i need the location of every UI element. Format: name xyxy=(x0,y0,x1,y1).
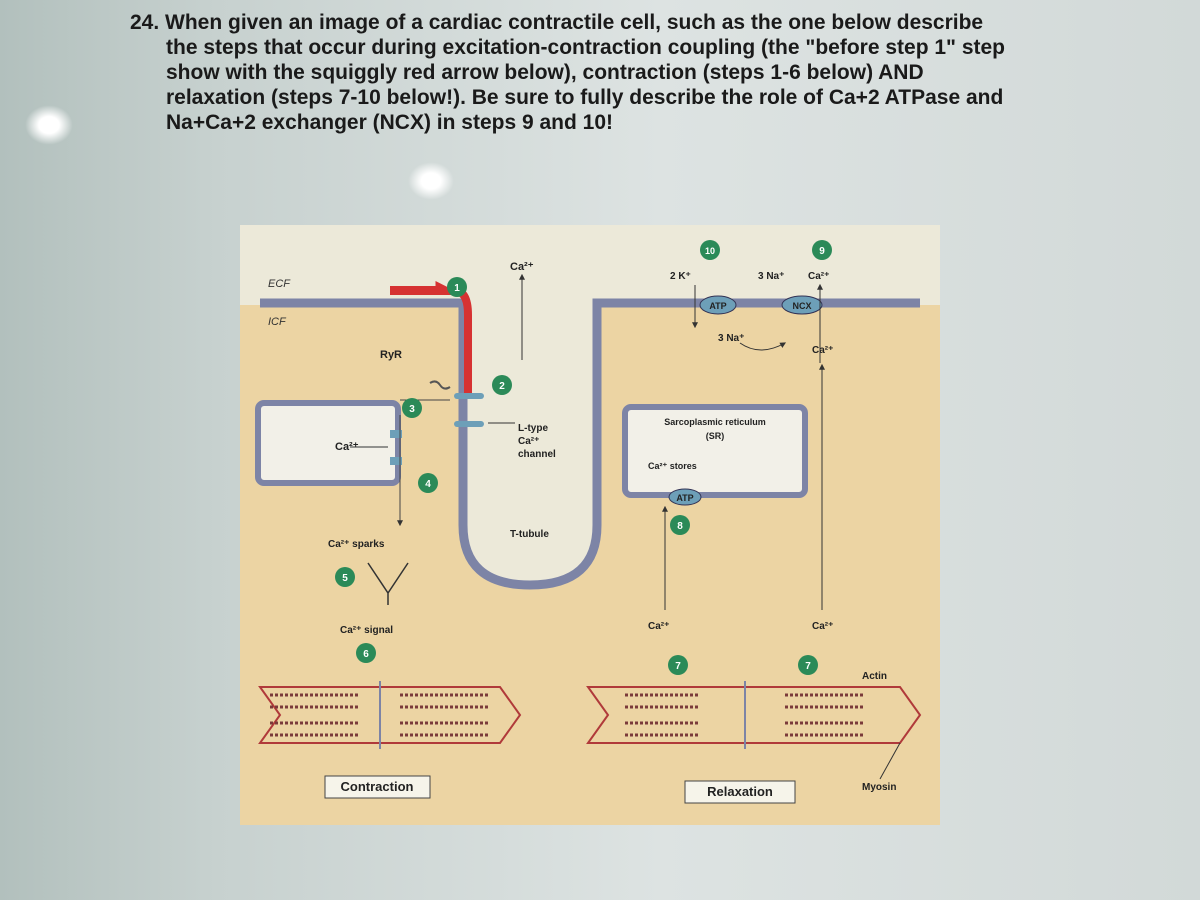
l-type-channel xyxy=(454,421,484,427)
contraction-label: Contraction xyxy=(341,779,414,794)
na-top-label: 3 Na⁺ xyxy=(758,271,784,282)
ltype-label: L-type xyxy=(518,423,548,434)
na-k-atpase xyxy=(699,295,737,315)
step-marker: 7 xyxy=(668,655,688,675)
step-number: 2 xyxy=(499,381,505,392)
ca-label: Ca²⁺ xyxy=(335,441,359,453)
ca-step7-label: Ca²⁺ xyxy=(648,621,669,632)
ryr-label: RyR xyxy=(380,349,402,361)
ca-stores-label: Ca²⁺ stores xyxy=(648,461,697,471)
step-marker: 8 xyxy=(670,515,690,535)
step-number: 10 xyxy=(705,246,715,256)
ltype-label: Ca²⁺ xyxy=(518,436,539,447)
sparks-converge-arrow xyxy=(367,562,409,605)
myosin-label: Myosin xyxy=(862,782,896,793)
step-marker: 2 xyxy=(492,375,512,395)
question-line: 24. When given an image of a cardiac con… xyxy=(130,11,984,34)
sarcoplasmic-reticulum-left xyxy=(255,400,401,486)
relaxation-box xyxy=(684,780,796,804)
step-marker: 7 xyxy=(798,655,818,675)
question-line: show with the squiggly red arrow below),… xyxy=(166,61,924,84)
relaxation-label: Relaxation xyxy=(707,784,773,799)
serca-pump xyxy=(668,488,702,506)
step-number: 5 xyxy=(342,573,348,584)
step-marker: 1 xyxy=(447,277,467,297)
step-number: 7 xyxy=(675,661,681,672)
ca-step7-label: Ca²⁺ xyxy=(812,621,833,632)
step-number: 4 xyxy=(425,479,431,490)
contraction-box xyxy=(324,775,431,799)
ncx-label: NCX xyxy=(792,301,811,311)
k-label: 2 K⁺ xyxy=(670,271,691,282)
ca-signal-label: Ca²⁺ signal xyxy=(340,625,393,636)
step-marker: 5 xyxy=(335,567,355,587)
step-marker: 3 xyxy=(402,398,422,418)
atp-sr-label: ATP xyxy=(676,493,693,503)
question-line: Na+Ca+2 exchanger (NCX) in steps 9 and 1… xyxy=(166,111,613,134)
ca-ncx-top-label: Ca²⁺ xyxy=(808,271,829,282)
step-number: 9 xyxy=(819,246,825,257)
ecf-region xyxy=(240,225,940,305)
atp-pump-label: ATP xyxy=(709,301,726,311)
myosin-leader xyxy=(879,742,901,780)
actin-label: Actin xyxy=(862,671,887,682)
step-marker: 4 xyxy=(418,473,438,493)
step-number: 7 xyxy=(805,661,811,672)
step-number: 6 xyxy=(363,649,369,660)
question-line: relaxation (steps 7-10 below!). Be sure … xyxy=(166,86,1004,109)
ca-influx-squiggle xyxy=(429,380,451,390)
ca-sparks-label: Ca²⁺ sparks xyxy=(328,539,385,550)
light-glare xyxy=(408,162,454,200)
step-number: 3 xyxy=(409,404,415,415)
ryr-channel xyxy=(390,430,402,438)
na-in-label: 3 Na⁺ xyxy=(718,333,744,344)
ecf-label: ECF xyxy=(268,278,291,290)
step-marker: 9 xyxy=(812,240,832,260)
ncx-exchanger xyxy=(781,295,823,315)
light-glare xyxy=(25,105,73,145)
ca-top-label: Ca²⁺ xyxy=(510,261,534,273)
question-text: 24. When given an image of a cardiac con… xyxy=(130,10,1130,135)
step-number: 8 xyxy=(677,521,683,532)
diagram-svg: ECF ICF SR RyR Ca²⁺ L-type Ca²⁺ channel … xyxy=(240,225,940,825)
step-marker: 6 xyxy=(356,643,376,663)
icf-label: ICF xyxy=(268,316,287,328)
ltype-label: channel xyxy=(518,449,556,460)
sarcoplasmic-reticulum-right xyxy=(622,404,808,498)
sr-title: (SR) xyxy=(706,431,725,441)
t-tubule-label: T-tubule xyxy=(510,529,549,540)
cardiac-cell-diagram: ECF ICF SR RyR Ca²⁺ L-type Ca²⁺ channel … xyxy=(240,225,940,825)
step-number: 1 xyxy=(454,283,460,294)
t-tubule-lumen xyxy=(463,303,597,585)
sarcomere-contracted xyxy=(258,681,522,749)
na-exchange-arrow xyxy=(739,342,787,351)
ryr-channel xyxy=(390,457,402,465)
sarcolemma xyxy=(260,298,920,590)
sr-title: Sarcoplasmic reticulum xyxy=(664,417,766,427)
l-type-channel xyxy=(454,393,484,399)
question-line: the steps that occur during excitation-c… xyxy=(166,36,1006,59)
step-marker: 10 xyxy=(700,240,720,260)
ca-ncx-in-label: Ca²⁺ xyxy=(812,345,833,356)
